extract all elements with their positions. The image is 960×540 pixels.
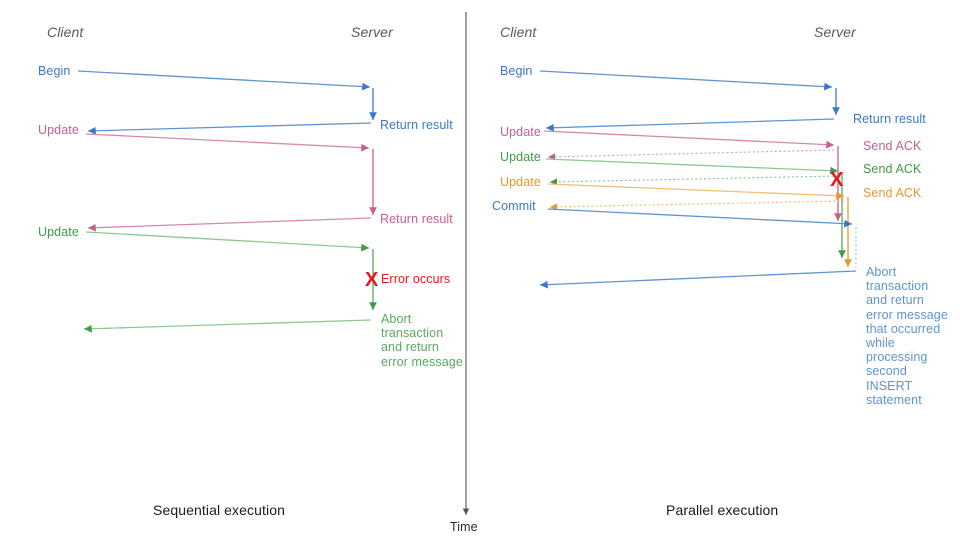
abort-note-line: and return	[381, 340, 439, 355]
abort-note-line: statement	[866, 392, 922, 407]
parallel-client-label-commit: Commit	[492, 199, 536, 213]
parallel-client-label-begin: Begin	[500, 64, 533, 78]
parallel-server-label-send-ack-3: Send ACK	[863, 186, 922, 200]
parallel-client-label-update-1: Update	[500, 125, 541, 139]
sequential-server-label-return-result-1: Return result	[380, 118, 453, 132]
time-axis-label: Time	[450, 520, 478, 534]
sequential-client-header: Client	[47, 24, 84, 40]
abort-note-line: that occurred	[866, 321, 941, 336]
sequential-abort-note: Abort transaction and return error messa…	[381, 312, 467, 369]
sequential-panel-caption: Sequential execution	[153, 502, 285, 518]
abort-note-line: Abort	[866, 265, 897, 279]
abort-note-line: INSERT	[866, 378, 913, 393]
abort-note-line: error message	[866, 307, 948, 322]
sequential-client-label-begin: Begin	[38, 64, 71, 78]
parallel-panel-caption: Parallel execution	[666, 502, 779, 518]
parallel-server-label-send-ack-2: Send ACK	[863, 162, 922, 176]
parallel-client-label-update-3: Update	[500, 175, 541, 189]
abort-note-line: Abort	[381, 312, 412, 326]
sequential-client-label-update-1: Update	[38, 123, 79, 137]
sequential-client-label-update-2: Update	[38, 225, 79, 239]
error-marker-icon-parallel: X	[830, 169, 844, 191]
parallel-panel-arrows	[539, 70, 857, 289]
sequential-server-label-return-result-2: Return result	[380, 212, 453, 226]
abort-note-line: transaction	[381, 326, 444, 341]
abort-note-line: and return	[866, 293, 924, 308]
abort-note-line: second	[866, 364, 907, 379]
abort-note-line: error message	[381, 354, 463, 369]
parallel-client-header: Client	[500, 24, 537, 40]
parallel-server-label-send-ack-1: Send ACK	[863, 139, 922, 153]
parallel-server-header: Server	[814, 24, 856, 40]
abort-note-line: while	[866, 336, 895, 351]
parallel-abort-note: Abort transaction and return error messa…	[866, 265, 956, 407]
abort-note-line: processing	[866, 350, 928, 365]
sequential-server-header: Server	[351, 24, 393, 40]
sequential-panel-arrows	[77, 70, 377, 333]
error-marker-icon-sequential: X	[365, 269, 379, 291]
sequential-error-label: Error occurs	[381, 272, 451, 286]
abort-note-line: transaction	[866, 279, 929, 294]
parallel-client-label-update-2: Update	[500, 150, 541, 164]
parallel-server-label-return-result: Return result	[853, 112, 926, 126]
